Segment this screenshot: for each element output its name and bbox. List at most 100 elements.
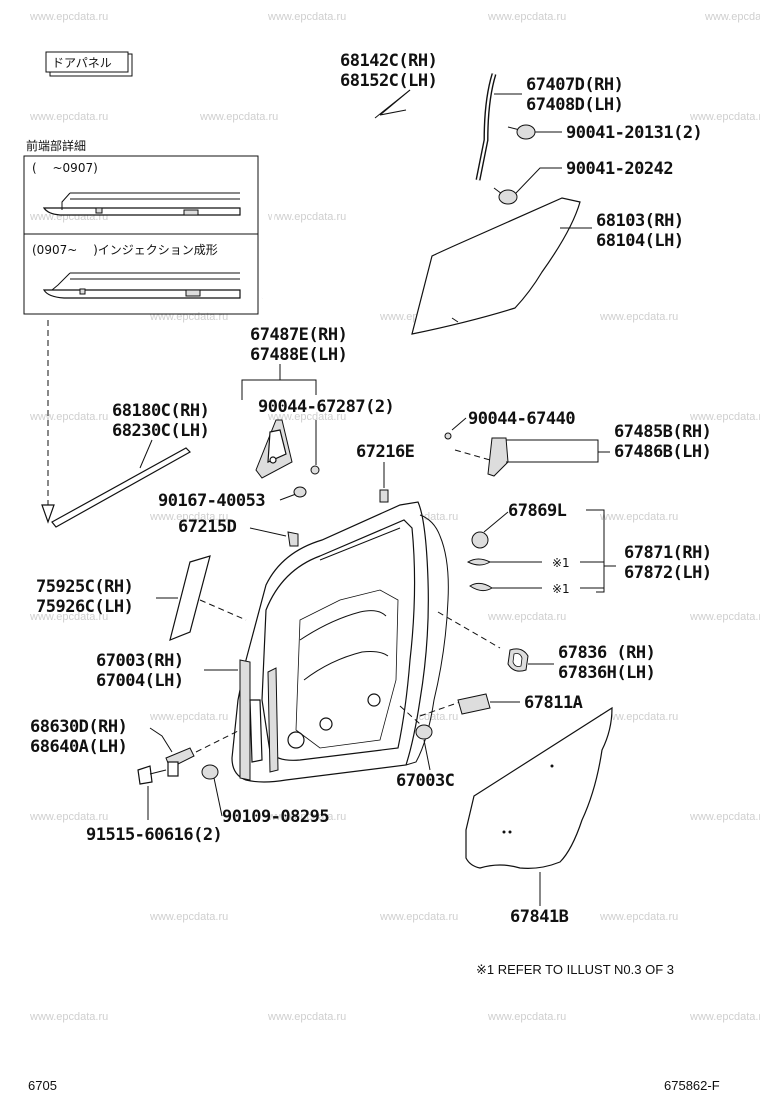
watermark: www.epcdata.ru [379, 911, 458, 923]
watermark: www.epcdata.ru [487, 611, 566, 623]
window-run-channel [260, 89, 415, 299]
watermark: www.epcdata.ru [704, 11, 760, 23]
footer-illustration-code: 675862-F [664, 1078, 720, 1093]
watermark: www.epcdata.ru [267, 411, 346, 423]
label-67841b: 67841B [510, 907, 569, 927]
label-68103: 68103(RH) [596, 211, 684, 231]
bolt-90109 [201, 764, 219, 780]
label-67836h: 67836H(LH) [558, 663, 655, 683]
leader-68630d [149, 727, 173, 753]
bolt-90041-20242 [493, 187, 518, 205]
watermark: www.epcdata.ru [29, 611, 108, 623]
detail-title: 前端部詳細 [26, 138, 86, 153]
label-67215d: 67215D [178, 517, 237, 537]
label-90041-20242: 90041-20242 [566, 159, 673, 179]
screw-90167 [293, 486, 307, 498]
leader-67485b [506, 439, 599, 463]
watermark: www.epcdata.ru [689, 111, 760, 123]
door-check-cover [507, 648, 529, 672]
label-67408d: 67408D(LH) [526, 95, 623, 115]
rear-lower-frame [475, 73, 497, 181]
leader-90167-40053 [279, 493, 297, 501]
label-90041-20131: 90041-20131(2) [566, 123, 702, 143]
label-68640a: 68640A(LH) [30, 737, 127, 757]
watermark: www.epcdata.ru [689, 611, 760, 623]
watermark: www.epcdata.ru [29, 1011, 108, 1023]
label-67216e: 67216E [356, 442, 415, 462]
door-stripe [169, 555, 211, 641]
label-67486b: 67486B(LH) [614, 442, 711, 462]
watermark: www.epcdata.ru [199, 111, 278, 123]
label-67003: 67003(RH) [96, 651, 184, 671]
leader-67215d [249, 527, 287, 537]
leader-90109-08295 [213, 777, 223, 817]
watermark: www.epcdata.ru [267, 11, 346, 23]
watermark: www.epcdata.ru [29, 11, 108, 23]
leader-67003c [423, 739, 431, 771]
section-header: ドアパネル [45, 51, 133, 77]
leader-67487e [241, 364, 281, 400]
watermark: www.epcdata.ru [599, 911, 678, 923]
label-67836: 67836 (RH) [558, 643, 655, 663]
watermark: www.epcdata.ru [487, 11, 566, 23]
label-67407d: 67407D(RH) [526, 75, 623, 95]
footer-page-code: 6705 [28, 1078, 57, 1093]
label-67872: 67872(LH) [624, 563, 712, 583]
detail-variant-2: (0907~ )インジェクション成形 [32, 243, 218, 257]
label-90109-08295: 90109-08295 [222, 807, 329, 827]
section-header-label: ドアパネル [52, 56, 112, 70]
service-hole-cover [465, 706, 613, 869]
watermark: www.epcdata.ru [267, 1011, 346, 1023]
label-67004: 67004(LH) [96, 671, 184, 691]
door-glass [411, 197, 581, 335]
reference-note: ※1 REFER TO ILLUST N0.3 OF 3 [476, 962, 674, 977]
watermark: www.epcdata.ru [689, 1011, 760, 1023]
watermark: www.epcdata.ru [29, 411, 108, 423]
label-75925c: 75925C(RH) [36, 577, 133, 597]
watermark: www.epcdata.ru [267, 211, 346, 223]
watermark: www.epcdata.ru [599, 711, 678, 723]
door-hole-cover-2 [469, 582, 542, 592]
watermark: www.epcdata.ru [149, 711, 228, 723]
label-67869l: 67869L [508, 501, 567, 521]
leader-68180c [139, 439, 153, 469]
division-bar [255, 419, 320, 479]
rear-window-bracket [487, 437, 509, 477]
hole-seal-67811a [457, 693, 491, 715]
label-91515-60616: 91515-60616(2) [86, 825, 222, 845]
detail-pointer [41, 320, 55, 524]
belt-moulding [51, 447, 191, 528]
leader-68142c [374, 89, 411, 119]
ref-mark-1: ※1 [552, 556, 570, 570]
watermark: www.epcdata.ru [267, 811, 346, 823]
leader-90044-67440 [451, 417, 467, 431]
watermark: www.epcdata.ru [689, 811, 760, 823]
leader-67869l [483, 511, 509, 533]
label-67485b: 67485B(RH) [614, 422, 711, 442]
door-hole-cover-1 [466, 558, 542, 566]
label-68180c: 68180C(RH) [112, 401, 209, 421]
label-68104: 68104(LH) [596, 231, 684, 251]
watermark: www.epcdata.ru [599, 511, 678, 523]
label-68152c: 68152C(LH) [340, 71, 437, 91]
label-67871: 67871(RH) [624, 543, 712, 563]
label-75926c: 75926C(LH) [36, 597, 133, 617]
label-67488e: 67488E(LH) [250, 345, 347, 365]
watermark: www.epcdata.ru [149, 511, 228, 523]
label-90044-67440: 90044-67440 [468, 409, 575, 429]
watermark: www.epcdata.ru [689, 411, 760, 423]
cushion-67003c [415, 724, 433, 740]
clip-67215d [287, 531, 299, 547]
label-67811a: 67811A [524, 693, 583, 713]
watermark: www.epcdata.ru [487, 1011, 566, 1023]
watermark: www.epcdata.ru [29, 111, 108, 123]
label-68142c: 68142C(RH) [340, 51, 437, 71]
watermark: www.epcdata.ru [29, 811, 108, 823]
watermark: www.epcdata.ru [599, 311, 678, 323]
label-67003c: 67003C [396, 771, 454, 791]
front-end-detail-inset: 前端部詳細 ( ~0907) (0907~ )インジェクション成形 [23, 138, 259, 315]
bolt-91515 [137, 765, 167, 785]
detail-variant-1: ( ~0907) [32, 161, 98, 175]
label-90044-67287: 90044-67287(2) [258, 397, 394, 417]
door-check [165, 747, 195, 777]
